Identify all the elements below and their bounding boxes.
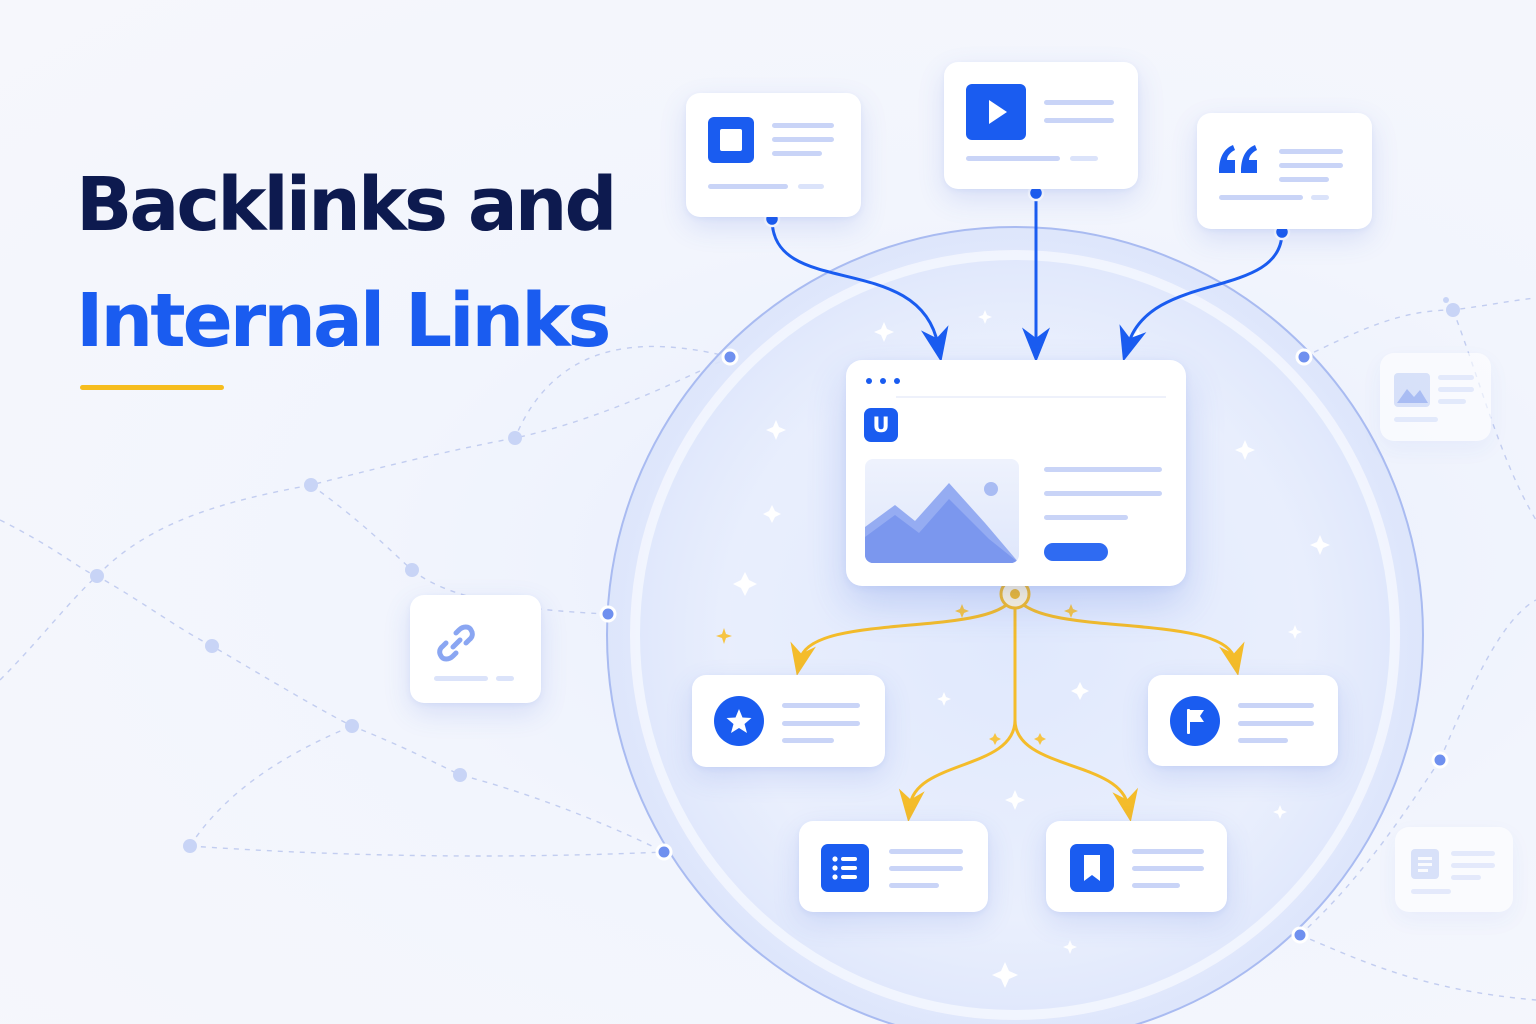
internal-card-list[interactable] bbox=[799, 821, 988, 912]
image-icon bbox=[1394, 373, 1430, 407]
internal-card-star[interactable] bbox=[692, 675, 885, 767]
side-card-image[interactable] bbox=[1380, 353, 1491, 441]
backlink-card-quote[interactable] bbox=[1197, 113, 1372, 229]
window-dot bbox=[880, 378, 886, 384]
title-line-1: Backlinks and bbox=[76, 162, 617, 248]
site-logo: U bbox=[864, 408, 898, 442]
link-icon bbox=[437, 624, 475, 662]
window-dot bbox=[866, 378, 872, 384]
window-dot bbox=[894, 378, 900, 384]
side-card-document[interactable] bbox=[1395, 827, 1513, 912]
list-icon bbox=[821, 844, 869, 892]
network-nodes bbox=[90, 297, 1460, 853]
star-icon bbox=[714, 696, 764, 746]
flag-icon bbox=[1170, 696, 1220, 746]
title-underline bbox=[80, 385, 224, 390]
document-icon bbox=[1411, 849, 1439, 879]
page-title: Backlinks and Internal Links bbox=[76, 162, 617, 400]
backlink-card-video[interactable] bbox=[944, 62, 1138, 189]
backlink-card-square[interactable] bbox=[686, 93, 861, 217]
square-icon bbox=[708, 117, 754, 163]
play-icon bbox=[966, 84, 1026, 140]
bookmark-icon bbox=[1070, 844, 1114, 892]
side-card-link[interactable] bbox=[410, 595, 541, 703]
hub-hero-image bbox=[865, 459, 1019, 563]
backlink-arrows bbox=[770, 191, 1284, 363]
yellow-sparkles bbox=[716, 604, 1078, 745]
internal-card-bookmark[interactable] bbox=[1046, 821, 1227, 912]
sparkles bbox=[733, 310, 1330, 988]
internal-card-flag[interactable] bbox=[1148, 675, 1338, 766]
internal-link-arrows bbox=[790, 592, 1245, 823]
hub-divider bbox=[896, 396, 1166, 398]
mountain-image-icon bbox=[865, 482, 1019, 563]
hub-cta-button[interactable] bbox=[1044, 543, 1108, 561]
quote-icon bbox=[1219, 145, 1257, 173]
title-line-2: Internal Links bbox=[76, 278, 611, 364]
globe-nodes bbox=[599, 348, 1449, 944]
